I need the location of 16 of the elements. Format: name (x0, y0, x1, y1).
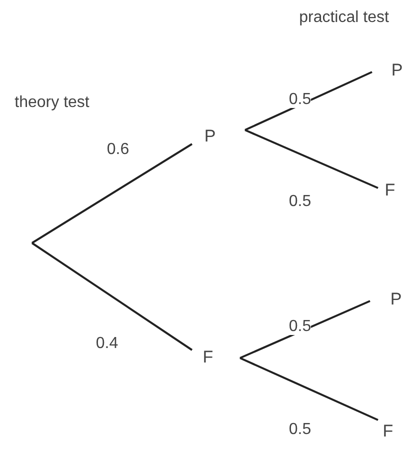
outcome-label: F (382, 422, 394, 440)
outcome-label: F (384, 182, 396, 198)
outcome-label: P (390, 62, 404, 78)
branch-line (240, 357, 378, 421)
branch-line (240, 300, 370, 359)
outcome-label: F (202, 348, 214, 366)
branch-line (244, 71, 372, 131)
branch-line (31, 143, 193, 244)
branch-line (244, 129, 378, 189)
outcome-label: P (389, 290, 403, 308)
stage-heading: theory test (14, 95, 90, 111)
stage-heading: practical test (299, 10, 389, 26)
outcome-label: P (203, 128, 217, 144)
probability-label: 0.5 (288, 92, 312, 108)
branch-line (31, 242, 193, 351)
probability-label: 0.5 (288, 319, 312, 335)
